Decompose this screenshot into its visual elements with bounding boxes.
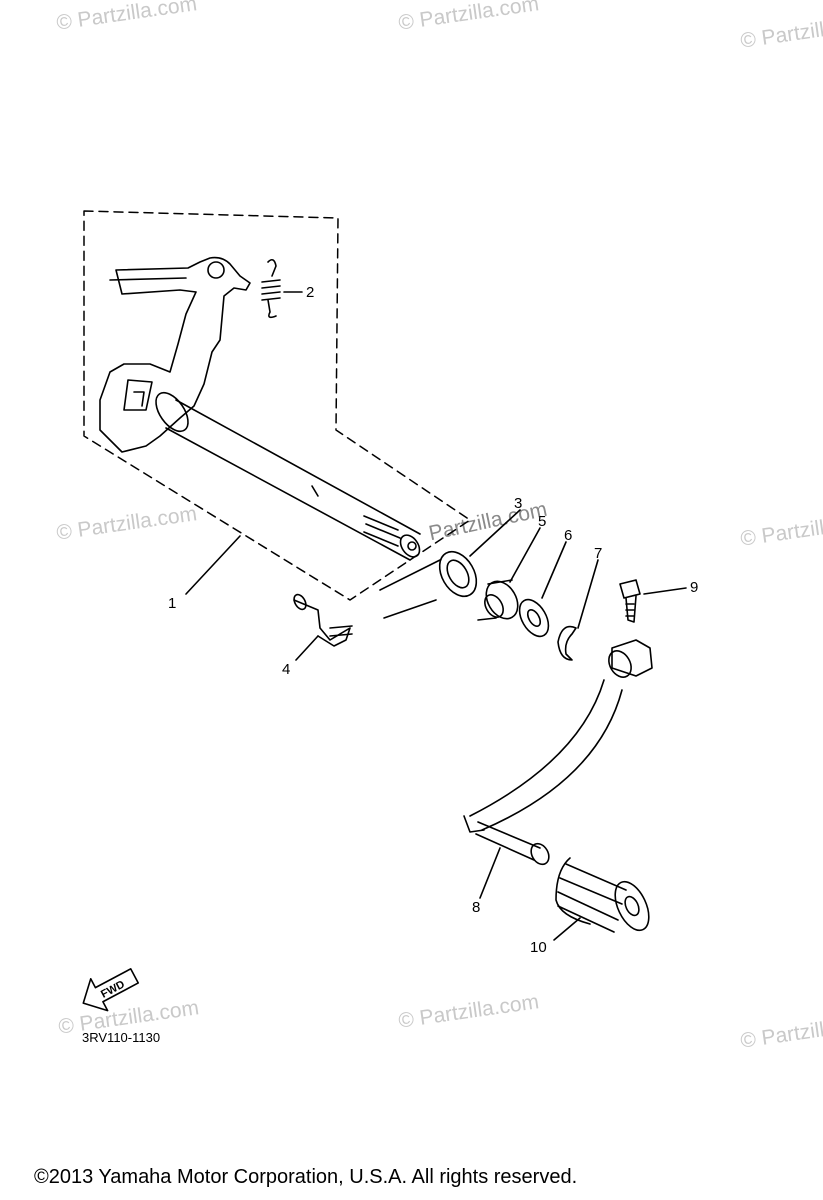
- diagram-code: 3RV110-1130: [82, 1030, 161, 1045]
- fwd-label: FWD: [99, 978, 127, 1000]
- callout-10: 10: [530, 939, 547, 956]
- leader-line-4: [295, 635, 319, 661]
- leader-line-5: [509, 527, 541, 583]
- callout-2: 2: [306, 284, 315, 301]
- leader-line-9: [643, 587, 687, 595]
- leader-line-10: [553, 917, 581, 941]
- assembly-group-outline: [83, 210, 471, 601]
- leader-line-1: [185, 535, 241, 595]
- fwd-arrow-icon: FWD: [82, 968, 140, 1012]
- copyright-notice: ©2013 Yamaha Motor Corporation, U.S.A. A…: [34, 1166, 578, 1188]
- callout-4: 4: [282, 661, 291, 678]
- leader-line-6: [541, 541, 567, 599]
- leader-line-3: [469, 509, 521, 557]
- washer-part-6: [518, 598, 550, 638]
- bolt-part-9: [619, 579, 641, 623]
- leader-line-8: [479, 847, 501, 899]
- collar-part-5: [477, 579, 519, 621]
- callout-8: 8: [472, 899, 481, 916]
- callout-1: 1: [168, 595, 177, 612]
- leader-line-7: [577, 559, 599, 629]
- shaft-part-4: [293, 593, 353, 647]
- callout-6: 6: [564, 527, 573, 544]
- callout-5: 5: [538, 513, 547, 530]
- callout-9: 9: [690, 579, 699, 596]
- spring-part-2: [261, 258, 281, 319]
- callout-7: 7: [594, 545, 603, 562]
- pedal-rubber-part-10: [555, 857, 650, 933]
- callout-3: 3: [514, 495, 523, 512]
- circlip-part-7: [557, 625, 577, 661]
- torsion-spring-part-3: [379, 550, 478, 619]
- shift-pedal-part-8: [463, 639, 653, 866]
- shift-arm-part-1: [99, 256, 421, 561]
